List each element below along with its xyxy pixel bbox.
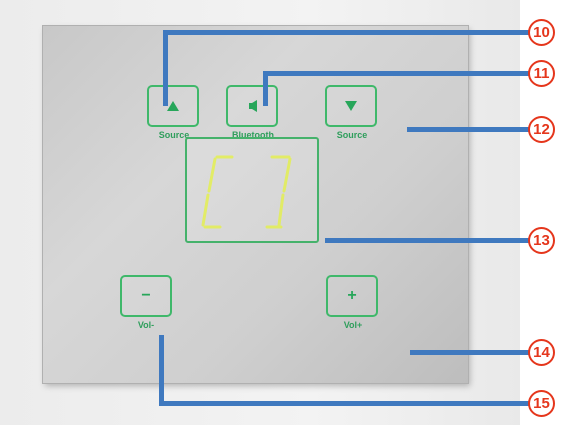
vol-up-label: Vol+ [343, 320, 363, 330]
bluetooth-label: Bluetooth [232, 130, 274, 140]
callout-14: 14 [528, 339, 555, 366]
source-down-button[interactable] [325, 85, 377, 127]
bluetooth-button[interactable] [226, 85, 278, 127]
source-down-label: Source [336, 130, 368, 140]
vol-up-button[interactable]: + [326, 275, 378, 317]
callout-line-15-v [159, 335, 164, 406]
callout-line-14 [410, 350, 530, 355]
vol-down-label: Vol- [137, 320, 155, 330]
speaker-icon [249, 100, 257, 112]
display-segments [201, 155, 292, 229]
callout-11: 11 [528, 60, 555, 87]
callout-line-10-h [163, 30, 530, 35]
triangle-up-icon [167, 101, 179, 111]
callout-12: 12 [528, 116, 555, 143]
callout-line-11-v [263, 71, 268, 106]
callout-15: 15 [528, 390, 555, 417]
callout-line-11-h [263, 71, 530, 76]
callout-line-10-v [163, 30, 168, 106]
callout-line-13 [325, 238, 530, 243]
callout-line-12 [407, 127, 530, 132]
minus-icon: − [141, 287, 151, 304]
triangle-down-icon [345, 101, 357, 111]
vol-down-button[interactable]: − [120, 275, 172, 317]
callout-10: 10 [528, 19, 555, 46]
source-up-label: Source [158, 130, 190, 140]
callout-13: 13 [528, 227, 555, 254]
plus-icon: + [347, 287, 357, 304]
callout-line-15-h [159, 401, 530, 406]
source-up-button[interactable] [147, 85, 199, 127]
segment-display [185, 137, 319, 243]
